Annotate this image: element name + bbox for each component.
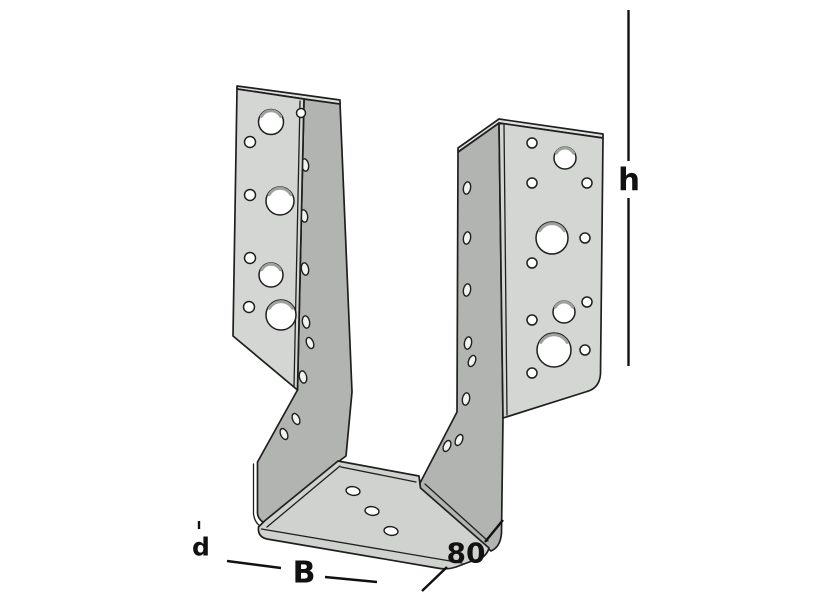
dimension-annotations: h B 80 d bbox=[192, 10, 640, 592]
right-flange-face bbox=[498, 122, 604, 419]
dimension-height: h bbox=[618, 10, 640, 366]
left-web-face bbox=[256, 98, 353, 525]
right-flange bbox=[457, 118, 604, 419]
floor-hole bbox=[383, 525, 399, 537]
nail-hole bbox=[526, 367, 538, 379]
floor-back-fold-line bbox=[340, 466, 417, 483]
hole-shading bbox=[260, 262, 282, 272]
floor-hole bbox=[345, 485, 361, 497]
hole-shading bbox=[555, 146, 575, 155]
left-flange bbox=[232, 85, 341, 391]
nail-hole bbox=[243, 251, 257, 265]
web-slot-hole bbox=[291, 412, 301, 426]
thickness-dimension-label: d bbox=[192, 533, 210, 562]
nail-hole bbox=[526, 314, 538, 326]
nail-hole bbox=[579, 232, 591, 244]
dimension-thickness: d bbox=[192, 521, 210, 562]
left-web bbox=[252, 98, 353, 527]
web-slot-hole bbox=[298, 370, 308, 384]
hole-shading bbox=[554, 300, 574, 309]
right-web-slot-holes bbox=[442, 181, 477, 453]
right-web bbox=[418, 122, 504, 552]
right-flange-fold-line bbox=[503, 124, 508, 416]
hole-shading bbox=[539, 333, 569, 344]
nail-hole bbox=[581, 177, 593, 189]
web-slot-hole bbox=[300, 262, 310, 276]
left-flange-holes bbox=[242, 107, 307, 331]
web-slot-hole bbox=[279, 427, 289, 441]
nail-hole bbox=[243, 188, 257, 202]
depth-dimension-line bbox=[421, 519, 504, 592]
nail-hole bbox=[242, 300, 256, 314]
hole-shading bbox=[538, 222, 566, 233]
hole-shading bbox=[268, 300, 294, 310]
web-slot-hole bbox=[467, 354, 477, 368]
height-dimension-label: h bbox=[618, 162, 640, 198]
nail-hole bbox=[581, 296, 593, 308]
hole-shading bbox=[267, 186, 293, 197]
nail-hole bbox=[243, 135, 257, 149]
right-flange-holes bbox=[526, 137, 593, 379]
depth-dimension-label: 80 bbox=[447, 537, 486, 570]
bolt-hole bbox=[536, 332, 572, 368]
bolt-hole bbox=[535, 221, 569, 255]
web-slot-hole bbox=[442, 439, 452, 453]
bolt-hole bbox=[265, 299, 297, 331]
web-slot-hole bbox=[301, 315, 311, 329]
web-slot-hole bbox=[463, 336, 473, 350]
web-slot-hole bbox=[454, 433, 464, 447]
web-slot-hole bbox=[462, 283, 472, 297]
hole-shading bbox=[259, 109, 283, 118]
nail-hole bbox=[295, 107, 307, 119]
nail-hole bbox=[579, 344, 591, 356]
floor-hole bbox=[364, 505, 380, 517]
dimension-width: B bbox=[226, 556, 378, 591]
left-flange-fold-line bbox=[293, 100, 301, 388]
web-slot-hole bbox=[305, 336, 315, 350]
width-dimension-label: B bbox=[293, 556, 316, 591]
web-slot-hole bbox=[462, 231, 472, 245]
right-web-bottom-fold-line bbox=[424, 483, 489, 542]
nail-hole bbox=[526, 177, 538, 189]
dimension-depth: 80 bbox=[421, 519, 504, 592]
floor-front-edge-crease bbox=[260, 528, 463, 564]
left-web-slot-holes bbox=[279, 158, 315, 441]
nail-hole bbox=[526, 257, 538, 269]
web-slot-hole bbox=[461, 392, 471, 406]
left-web-front-edge-line bbox=[252, 463, 261, 527]
floor-left-fold-line bbox=[266, 465, 341, 528]
nail-hole bbox=[526, 137, 538, 149]
width-dimension-line bbox=[226, 559, 378, 584]
floor-holes bbox=[345, 485, 399, 537]
channel-floor bbox=[257, 460, 490, 570]
web-slot-hole bbox=[462, 181, 472, 195]
